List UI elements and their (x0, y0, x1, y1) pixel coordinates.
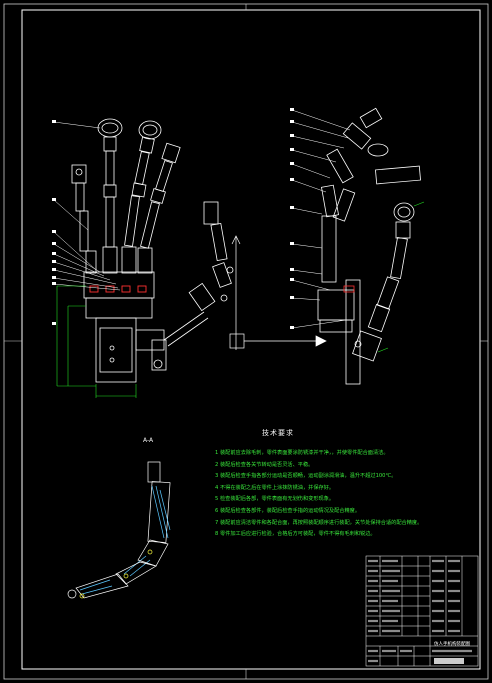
section-marker (229, 235, 327, 350)
thumb (163, 201, 234, 347)
technical-requirements-list: 1 装配前应去除毛刺，零件表面要涂防锈漆并干净，，并使零件配合面清洁。 2 装配… (215, 448, 455, 541)
front-view-hand (52, 118, 234, 383)
finger-4 (137, 142, 181, 274)
outer-frame (3, 3, 489, 680)
inner-frame (21, 9, 481, 670)
finger-2 (97, 118, 123, 274)
front-view-dimensions (56, 285, 137, 398)
note-item: 1 装配前应去除毛刺，零件表面要涂防锈漆并干净，，并使零件配合面清洁。 (215, 450, 389, 456)
technical-requirements-title: 技术要求 (262, 429, 294, 437)
note-item: 8 零件加工后应进行检验，合格后方可装配，零件不得有毛刺和锐边。 (215, 531, 376, 538)
side-view-hand (290, 107, 425, 385)
note-item: 2 装配后检查各关节转动是否灵活、平稳。 (215, 461, 314, 468)
note-item: 5 检查装配后各部，零件表面有无划伤和变形现象。 (215, 496, 335, 503)
section-view-label: A-A (143, 437, 154, 444)
note-item: 7 装配前应清洁零件和各配合面，再按照装配顺序进行装配，关节处保持合适的配合精度… (215, 519, 423, 526)
note-item: 6 装配后检查各部件，装配后检查手指的运动情况及配合精度。 (215, 507, 361, 514)
title-block-title: 仿人手机构装配图 (434, 642, 470, 647)
section-view-finger (67, 461, 171, 599)
title-block (365, 555, 479, 667)
note-item: 4 不得在装配之后在零件上涂抹防锈油，并保存好。 (215, 484, 335, 491)
finger-1 (71, 164, 97, 274)
palm (83, 271, 155, 299)
finger-3 (121, 120, 162, 274)
note-item: 3 装配后检查手指各部分运动是否顺畅，运动副涂润滑油，温升不超过100℃。 (215, 473, 397, 480)
